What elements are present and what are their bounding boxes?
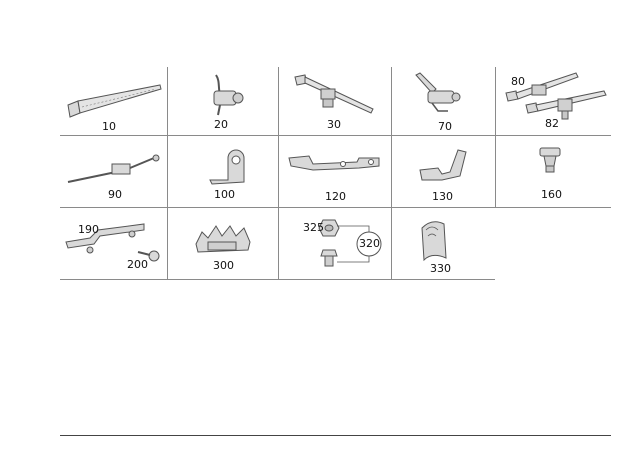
part-cell-130: 130 (392, 136, 495, 207)
part-label-20: 20 (214, 118, 228, 131)
foam-tape-roll-icon (421, 221, 447, 262)
part-cell-320-325: 325 320 (279, 208, 391, 279)
part-cell-300: 300 (168, 208, 278, 279)
part-label-200: 200 (127, 258, 148, 271)
part-label-30: 30 (327, 118, 341, 131)
part-cell-80-82: 80 82 (496, 67, 611, 135)
grid-line-v2 (278, 67, 279, 279)
angle-bracket-icon (209, 149, 245, 185)
part-cell-330: 330 (392, 208, 495, 279)
part-cell-10: 10 (60, 67, 167, 135)
part-label-320: 320 (359, 237, 380, 250)
grid-line-h1b (495, 135, 611, 136)
part-label-330: 330 (430, 262, 451, 275)
part-label-82: 82 (545, 117, 559, 130)
holder-bracket-icon (419, 149, 467, 181)
part-cell-20: 20 (168, 67, 278, 135)
grid-line-h3 (60, 279, 495, 280)
cable-holder-icon (195, 225, 251, 253)
double-cable-tie-icon (505, 72, 607, 120)
grid-line-h1 (60, 135, 495, 136)
part-label-160: 160 (541, 188, 562, 201)
part-label-325: 325 (303, 221, 324, 234)
part-label-120: 120 (325, 190, 346, 203)
cable-tie-long-icon (67, 154, 160, 183)
nut-and-bolt-set-icon (318, 219, 382, 267)
part-label-130: 130 (432, 190, 453, 203)
grid-line-v1 (167, 67, 168, 279)
grid-line-v3 (391, 67, 392, 279)
part-label-190: 190 (78, 223, 99, 236)
parts-grid: 10 20 30 70 (60, 67, 611, 280)
grid-line-h2 (60, 207, 611, 208)
page-bottom-rule (60, 435, 611, 436)
part-label-100: 100 (214, 188, 235, 201)
part-label-90: 90 (108, 188, 122, 201)
push-rivet-icon (539, 147, 561, 173)
part-cell-30: 30 (279, 67, 391, 135)
part-cell-100: 100 (168, 136, 278, 207)
part-label-80: 80 (511, 75, 525, 88)
part-cell-160: 160 (496, 136, 611, 207)
mounting-strip-icon (288, 155, 380, 171)
part-label-300: 300 (213, 259, 234, 272)
part-cell-70: 70 (392, 67, 495, 135)
part-cell-190-200: 190 200 (60, 208, 167, 279)
cable-tie-icon (67, 84, 162, 118)
part-cell-90: 90 (60, 136, 167, 207)
part-label-70: 70 (438, 120, 452, 133)
grid-line-v4 (495, 67, 496, 207)
part-cell-120: 120 (279, 136, 391, 207)
bracket-clip-icon (415, 72, 461, 112)
cable-tie-with-clip-icon (294, 74, 374, 114)
retaining-plate-and-screw-icon (65, 223, 160, 262)
part-label-10: 10 (102, 120, 116, 133)
edge-clip-icon (213, 74, 244, 116)
